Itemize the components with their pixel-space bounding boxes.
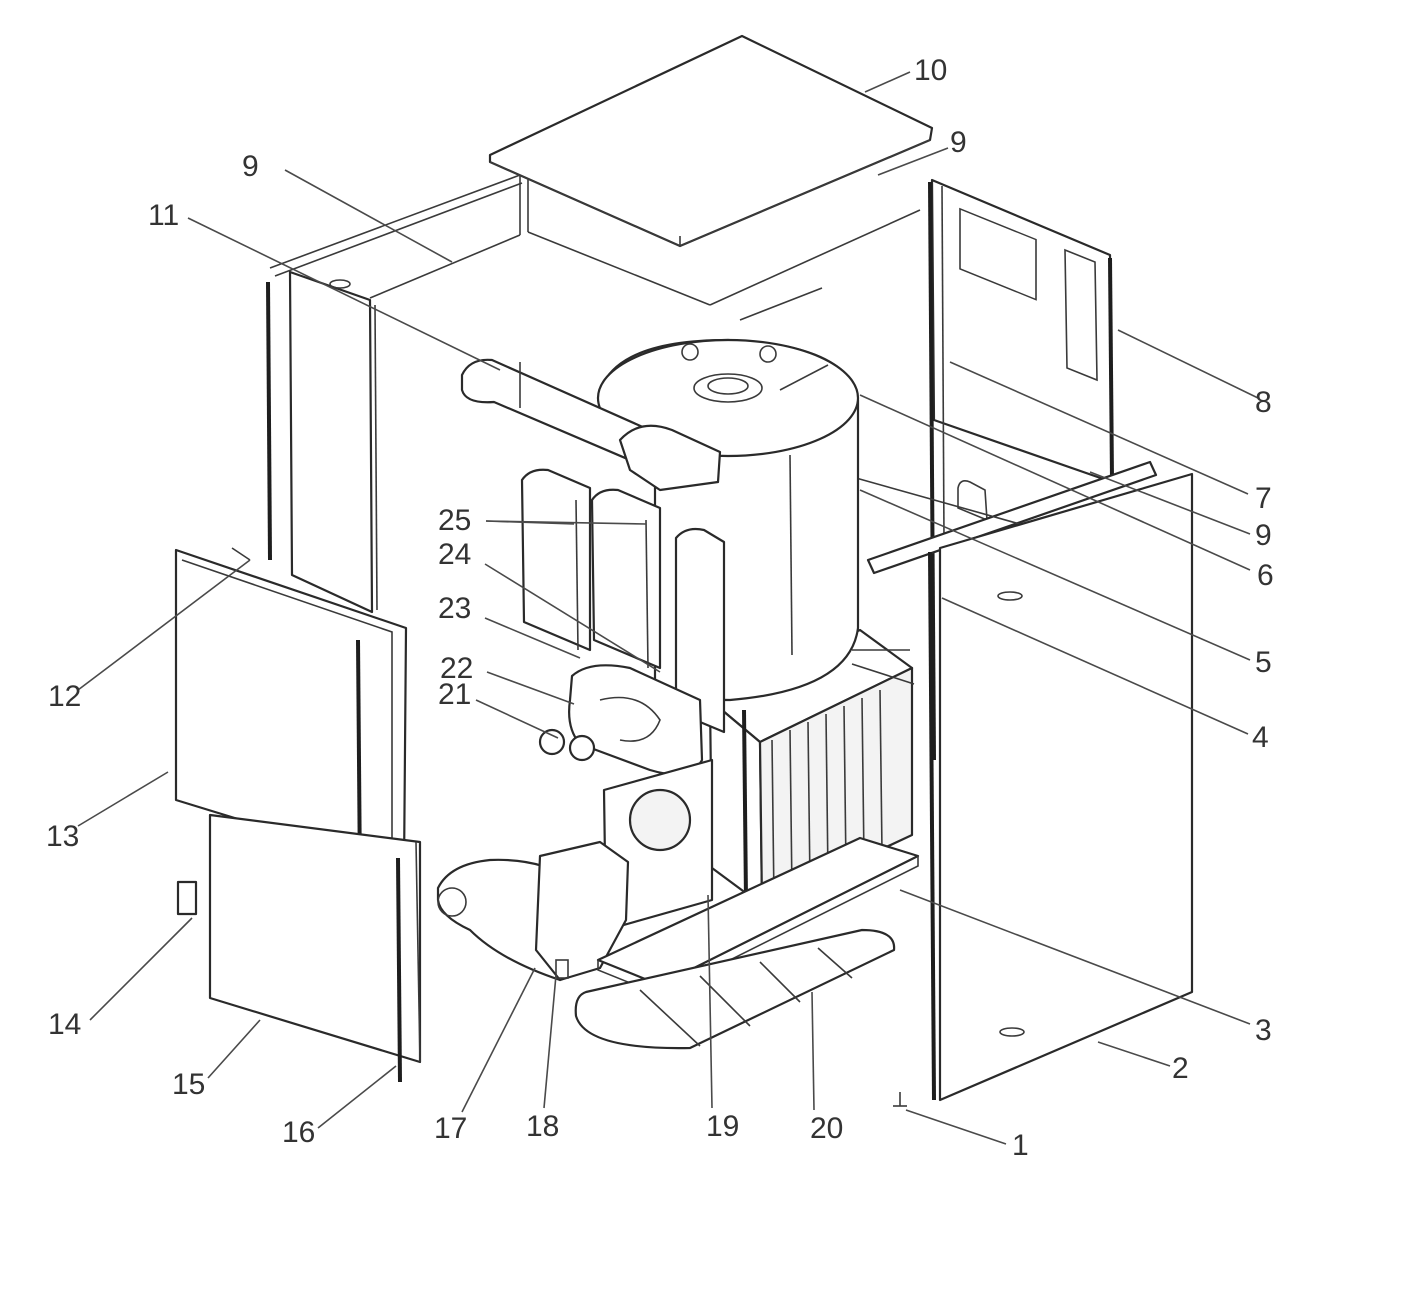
burner: [436, 758, 714, 982]
callout-18: 18: [526, 1110, 559, 1143]
upper-front-door: [174, 547, 408, 883]
callout-19: 19: [706, 1110, 739, 1143]
insulation-roll: [574, 928, 896, 1050]
left-side-panel: [266, 270, 378, 614]
callout-17: 17: [434, 1112, 467, 1145]
callout-4: 4: [1252, 721, 1269, 754]
pump-valve-group: [538, 664, 704, 776]
control-module: [176, 880, 198, 916]
callout-25: 25: [438, 504, 471, 537]
callout-13: 13: [46, 820, 79, 853]
callout-6: 6: [1257, 559, 1274, 592]
callout-2: 2: [1172, 1052, 1189, 1085]
callout-3: 3: [1255, 1014, 1272, 1047]
flue-pipe: [460, 358, 722, 492]
callout-10: 10: [914, 54, 947, 87]
leader-lines: [77, 71, 1259, 1145]
callout-14: 14: [48, 1008, 81, 1041]
callout-21: 21: [438, 678, 471, 711]
callout-7: 7: [1255, 482, 1272, 515]
callout-22: 22: [440, 652, 473, 685]
callout-11: 11: [148, 199, 179, 232]
callout-16: 16: [282, 1116, 315, 1149]
expansion-vessels: [520, 468, 726, 734]
callout-5: 5: [1255, 646, 1272, 679]
callout-labels: 10 9 9 11 8 7 9 6 5 4 3 2 1 12 13 14 15 …: [46, 54, 1274, 1162]
top-cover: [488, 34, 934, 248]
callout-9-top-right: 9: [950, 126, 967, 159]
callout-15: 15: [172, 1068, 205, 1101]
callout-8: 8: [1255, 386, 1272, 419]
callout-12: 12: [48, 680, 81, 713]
right-front-panel: [928, 472, 1194, 1102]
foot: [893, 1092, 907, 1107]
callout-20: 20: [810, 1112, 843, 1145]
callout-9-top-left: 9: [242, 150, 259, 183]
callout-23: 23: [438, 592, 471, 625]
callout-9-right: 9: [1255, 519, 1272, 552]
lower-front-door: [208, 813, 422, 1083]
rear-frame: [269, 174, 921, 306]
callout-24: 24: [438, 538, 471, 571]
callout-1: 1: [1012, 1129, 1029, 1162]
